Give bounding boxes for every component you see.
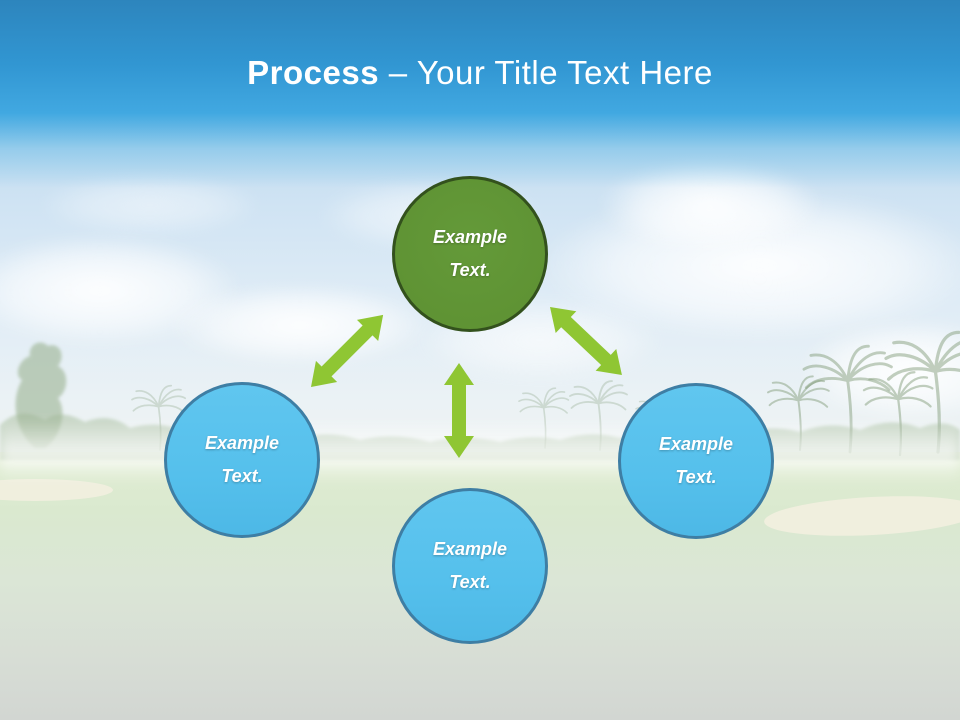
node-label: Example Text. [433, 533, 507, 599]
slide-title[interactable]: Process – Your Title Text Here [0, 54, 960, 92]
title-regular-part: – Your Title Text Here [379, 54, 713, 91]
process-node-bottom[interactable]: Example Text. [392, 488, 548, 644]
process-node-right[interactable]: Example Text. [618, 383, 774, 539]
node-label: Example Text. [433, 221, 507, 287]
process-node-left[interactable]: Example Text. [164, 382, 320, 538]
title-bold-part: Process [247, 54, 380, 91]
node-label-line2: Text. [221, 466, 263, 486]
node-label-line1: Example [432, 227, 508, 247]
horizon-haze [0, 418, 960, 482]
title-bar-gradient [0, 0, 960, 188]
node-label-line1: Example [204, 433, 280, 453]
cloud [170, 285, 430, 365]
process-node-top[interactable]: Example Text. [392, 176, 548, 332]
node-label-line1: Example [432, 539, 508, 559]
node-label: Example Text. [659, 428, 733, 494]
node-label: Example Text. [205, 427, 279, 493]
node-label-line2: Text. [675, 467, 717, 487]
node-label-line1: Example [658, 434, 734, 454]
node-label-line2: Text. [449, 260, 491, 280]
node-label-line2: Text. [449, 572, 491, 592]
